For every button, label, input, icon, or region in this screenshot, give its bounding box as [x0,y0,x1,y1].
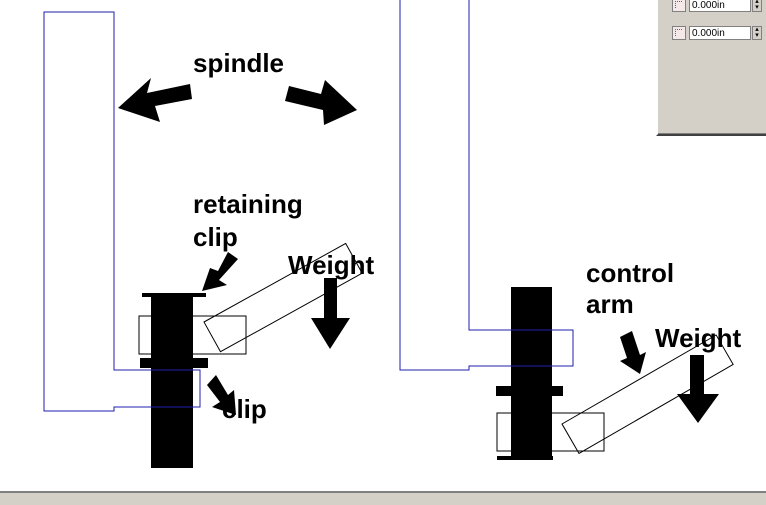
panel-row-1: 0.000in ▴▾ [672,0,762,13]
spinner-2[interactable]: ▴▾ [752,26,762,40]
dimension-field-2[interactable]: 0.000in [689,26,751,40]
panel-row-2: 0.000in ▴▾ [672,25,762,41]
weight-outline-right [561,334,734,455]
spindle-outline-right-overlay [469,329,574,367]
label-weight-right: Weight [655,323,742,353]
clip-bar-middle [140,358,208,368]
spindle-outline-left-overlay [114,369,201,408]
label-retaining-clip-2: clip [193,222,238,252]
dimension-icon [672,0,686,12]
stud-collar-right [496,386,563,396]
status-bar [0,491,766,505]
label-retaining-clip-1: retaining [193,189,303,219]
arrow-retaining-clip [202,252,238,291]
properties-panel: 0.000in ▴▾ 0.000in ▴▾ [656,0,766,136]
dimension-field-1[interactable]: 0.000in [689,0,751,12]
arrow-spindle-right [285,80,357,125]
dimension-icon [672,26,686,40]
weight-outline-left [203,242,363,353]
arrow-spindle-left [118,78,192,122]
arrow-clip [207,375,236,415]
stud-base-right [497,456,553,460]
label-clip: clip [222,394,267,424]
arrow-weight-right [677,355,719,423]
arrow-control-arm [620,331,646,374]
control-arm-outline-right [496,412,605,452]
ball-joint-stud-right [511,287,552,460]
label-control-arm-1: control [586,258,675,288]
ball-joint-stud-left [151,295,193,468]
arrow-weight-left [311,278,350,349]
spinner-1[interactable]: ▴▾ [752,0,762,12]
label-weight-left: Weight [288,250,375,280]
label-spindle: spindle [193,48,285,78]
label-control-arm-2: arm [586,289,634,319]
